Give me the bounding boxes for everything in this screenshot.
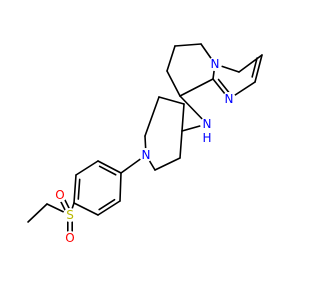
atom-n-piperidine-bg (139, 148, 153, 162)
bond-benzene-5 (97, 200, 121, 216)
atom-h-amine: H (202, 131, 211, 145)
atom-o-top-bg (53, 188, 67, 202)
bond-piperidine-c4-c3a (181, 103, 185, 132)
bond-imidazole-c3-c4 (254, 54, 263, 83)
bond-benzene-2 (75, 160, 99, 176)
atom-n-piperidine: N (142, 148, 151, 162)
atom-o-bottom: O (65, 231, 74, 245)
bond-benzene-1-double (98, 165, 117, 176)
atom-h-amine-bg (200, 131, 214, 145)
bond-benzene-1 (97, 160, 122, 174)
bonds (27, 43, 263, 239)
bond-benzene-5-double (98, 198, 116, 211)
bond-ring-c3-c4 (166, 70, 181, 97)
bond-benzene-3-double (77, 178, 81, 200)
atom-n-imidazole: N (225, 92, 234, 106)
bond-piperidine-c3a-c2a (158, 96, 185, 105)
bond-piperidine-c3b-c4 (179, 130, 183, 159)
atom-s-sulfonyl-bg (63, 208, 77, 222)
bond-imidazole-c2-c3 (238, 54, 263, 73)
atom-n-bridge-bg (208, 57, 222, 71)
atom-n-imidazole-bg (222, 92, 236, 106)
atom-n-amine-bg (200, 117, 214, 131)
atom-n-bridge: N (211, 57, 220, 71)
bond-piperidine-c2a-c6 (144, 96, 160, 137)
bond-ethyl (27, 203, 48, 223)
bond-imidazole-c3-c4-double (251, 57, 258, 78)
bond-ring-c2-c3 (166, 45, 176, 72)
bond-piperidine-c2b-c3b (154, 157, 181, 171)
atom-s-sulfonyl: S (66, 208, 74, 222)
bond-ring-c1-c2 (174, 43, 202, 47)
bond-imidazole-n1-c5-double (217, 78, 231, 95)
atom-n-amine: N (203, 117, 212, 131)
atom-o-top: O (55, 188, 64, 202)
bond-benzene-3 (73, 174, 77, 204)
bond-benzene-4 (73, 202, 99, 216)
atom-o-bottom-bg (63, 231, 77, 245)
bond-ring-c4-c5 (179, 78, 214, 97)
bond-benzene-6 (119, 172, 122, 202)
